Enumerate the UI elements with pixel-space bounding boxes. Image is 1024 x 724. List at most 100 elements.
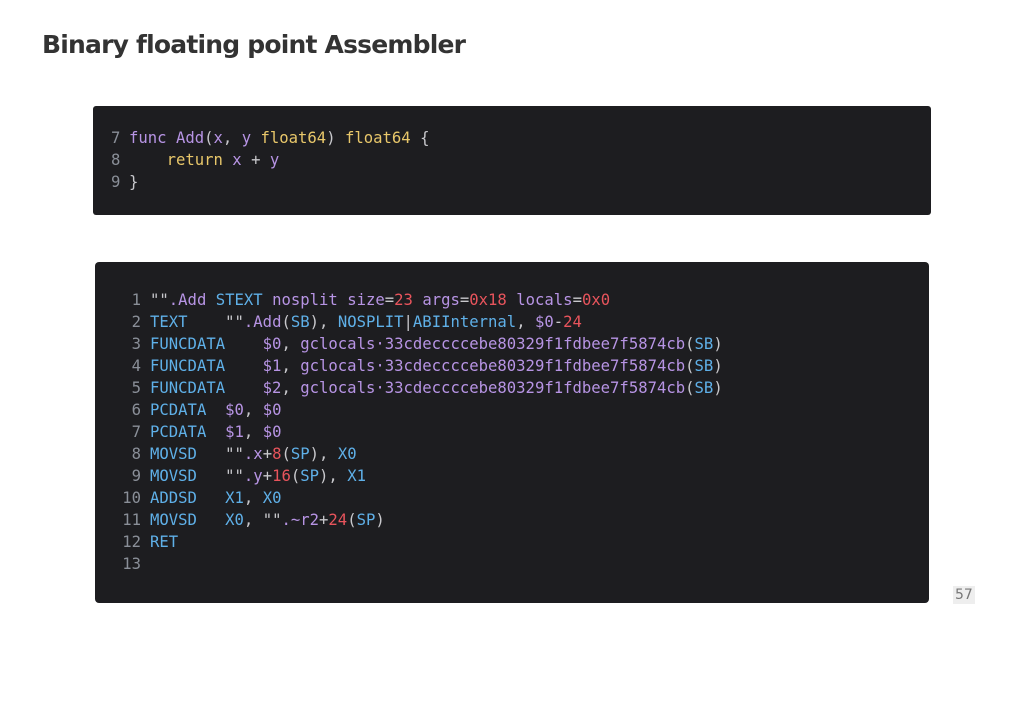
code-token <box>507 291 516 309</box>
code-token <box>197 511 225 529</box>
code-token <box>225 335 263 353</box>
code-token <box>225 357 263 375</box>
code-token: 24 <box>563 313 582 331</box>
code-token: = <box>384 291 395 309</box>
line-number: 3 <box>131 335 141 353</box>
slide-title: Binary floating point Assembler <box>42 30 466 59</box>
code-token: X0 <box>262 489 282 507</box>
line-number: 11 <box>122 511 141 529</box>
code-token: SB <box>694 357 714 375</box>
code-token: | <box>403 313 413 331</box>
code-token: return <box>166 151 223 169</box>
code-token: $1 <box>225 423 244 441</box>
code-token: y <box>269 151 280 169</box>
code-token <box>413 291 422 309</box>
code-token <box>225 379 263 397</box>
code-token: SB <box>290 313 310 331</box>
code-token: , <box>281 335 301 353</box>
code-line: 4 FUNCDATA $1, gclocals·33cdeccccebe80329… <box>95 355 929 377</box>
code-token: x <box>213 129 223 147</box>
code-token: $0 <box>262 423 282 441</box>
line-number: 1 <box>131 291 141 309</box>
code-token: , <box>281 379 301 397</box>
code-token: ) <box>713 357 723 375</box>
code-token: } <box>129 173 139 191</box>
line-number: 7 <box>131 423 141 441</box>
line-number: 4 <box>131 357 141 375</box>
code-token: "" <box>225 467 244 485</box>
code-token <box>197 445 225 463</box>
code-token: ( <box>281 445 291 463</box>
line-number: 8 <box>131 445 141 463</box>
line-number: 8 <box>111 151 121 169</box>
code-token <box>197 489 225 507</box>
code-token: ( <box>347 511 357 529</box>
code-token: size <box>347 291 385 309</box>
line-number: 2 <box>131 313 141 331</box>
code-token: FUNCDATA <box>150 379 226 397</box>
code-token: $1 <box>262 357 282 375</box>
code-token: $0 <box>534 313 554 331</box>
code-token: NOSPLIT <box>337 313 404 331</box>
code-token: .y <box>243 467 263 485</box>
code-token: ( <box>290 467 301 485</box>
code-token: ( <box>204 129 214 147</box>
code-token: float64 <box>260 129 327 147</box>
code-token: x <box>232 151 242 169</box>
code-token: $0 <box>262 335 282 353</box>
code-token: , <box>243 511 263 529</box>
code-token: TEXT <box>150 313 188 331</box>
code-token: locals <box>516 291 573 309</box>
code-token: "" <box>262 511 282 529</box>
code-token: "" <box>225 445 244 463</box>
code-token: + <box>241 151 270 169</box>
code-token: { <box>410 129 430 147</box>
code-token: SP <box>290 445 310 463</box>
code-token: MOVSD <box>150 511 197 529</box>
code-token <box>338 291 347 309</box>
code-token: , <box>516 313 535 331</box>
code-token: X1 <box>225 489 244 507</box>
code-token: ( <box>685 335 695 353</box>
line-number: 9 <box>131 467 141 485</box>
code-token <box>188 313 226 331</box>
code-token: , <box>222 129 242 147</box>
code-token: .Add <box>168 291 207 309</box>
code-token: STEXT <box>215 291 263 309</box>
code-token <box>263 291 272 309</box>
code-token: , <box>281 357 301 375</box>
code-token: , <box>243 489 263 507</box>
code-token: , <box>243 401 263 419</box>
code-token: ), <box>309 445 338 463</box>
code-token: gclocals·33cdeccccebe80329f1fdbee7f5874c… <box>300 379 686 397</box>
code-token: func <box>129 129 167 147</box>
code-token: gclocals·33cdeccccebe80329f1fdbee7f5874c… <box>300 357 686 375</box>
code-token: , <box>243 423 263 441</box>
code-token <box>206 401 225 419</box>
code-token <box>167 129 176 147</box>
code-token: y <box>241 129 252 147</box>
code-line: 1"".Add STEXT nosplit size=23 args=0x18 … <box>95 289 929 311</box>
code-token: $2 <box>262 379 282 397</box>
page-number: 57 <box>953 586 975 604</box>
code-token: ) <box>375 511 385 529</box>
code-token: FUNCDATA <box>150 357 226 375</box>
code-token <box>197 467 225 485</box>
code-token: - <box>553 313 564 331</box>
code-token: .x <box>243 445 263 463</box>
code-token: PCDATA <box>150 401 207 419</box>
code-token: args <box>422 291 460 309</box>
code-token: 0x18 <box>469 291 507 309</box>
code-token: Add <box>175 129 205 147</box>
code-token <box>206 291 215 309</box>
line-number: 13 <box>122 555 141 573</box>
code-token: X0 <box>337 445 357 463</box>
code-token: ADDSD <box>150 489 197 507</box>
line-number: 6 <box>131 401 141 419</box>
